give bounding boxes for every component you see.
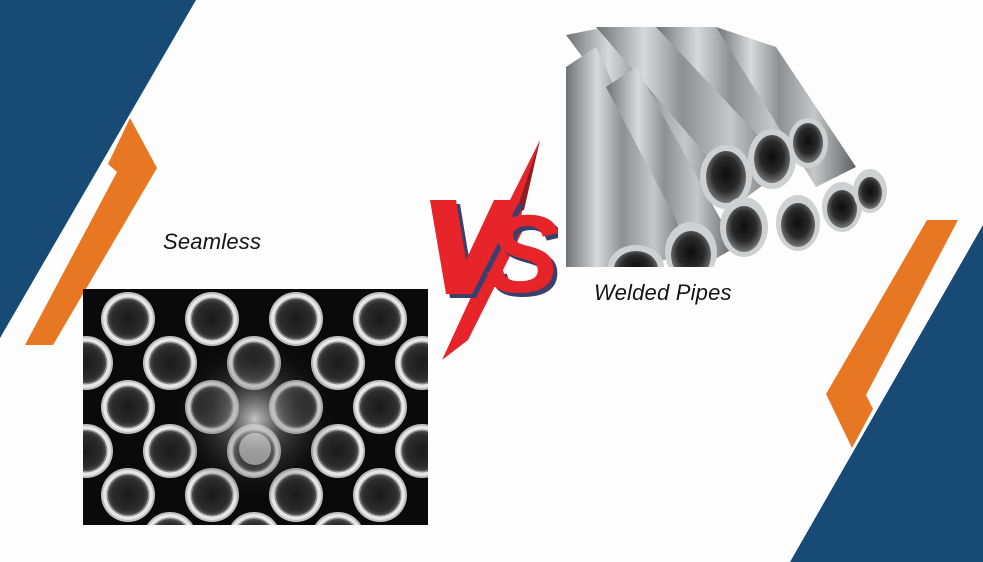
seamless-label: Seamless — [163, 229, 262, 254]
svg-text:S: S — [486, 193, 558, 316]
vs-badge: S S — [428, 140, 563, 360]
seamless-pipes-image — [83, 289, 428, 525]
right-orange-chevron — [826, 220, 958, 448]
svg-text:S: S — [490, 197, 558, 320]
right-navy-shape — [790, 225, 983, 562]
welded-pipes-image — [566, 27, 888, 267]
left-navy-shape — [0, 0, 196, 338]
left-orange-chevron — [25, 118, 157, 345]
welded-pipes-label: Welded Pipes — [594, 280, 732, 305]
